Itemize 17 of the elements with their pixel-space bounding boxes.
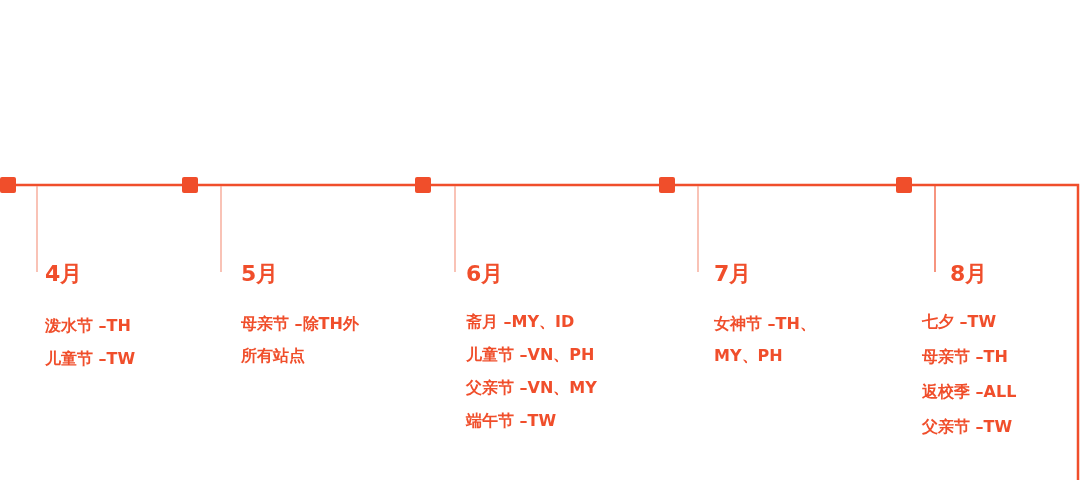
month-heading: 4月: [45, 260, 83, 288]
holiday-text: 女神节 –TH、MY、PH: [714, 313, 817, 367]
holiday-text: 斋月 –MY、ID: [466, 311, 575, 333]
holiday-text: 母亲节 –TH: [922, 346, 1008, 368]
holiday-text: 七夕 –TW: [922, 311, 997, 333]
holiday-text: 儿童节 –TW: [45, 348, 136, 370]
holiday-text: 泼水节 –TH: [45, 315, 131, 337]
holiday-text: 返校季 –ALL: [922, 381, 1017, 403]
holiday-text: 母亲节 –除TH外所有站点: [241, 313, 360, 367]
holiday-text: 端午节 –TW: [466, 410, 557, 432]
holiday-text: 儿童节 –VN、PH: [466, 344, 595, 366]
month-heading: 8月: [950, 260, 988, 288]
month-heading: 6月: [466, 260, 504, 288]
holiday-text: 父亲节 –TW: [922, 416, 1013, 438]
month-heading: 5月: [241, 260, 279, 288]
holiday-text: 父亲节 –VN、MY: [466, 377, 597, 399]
month-heading: 7月: [714, 260, 752, 288]
